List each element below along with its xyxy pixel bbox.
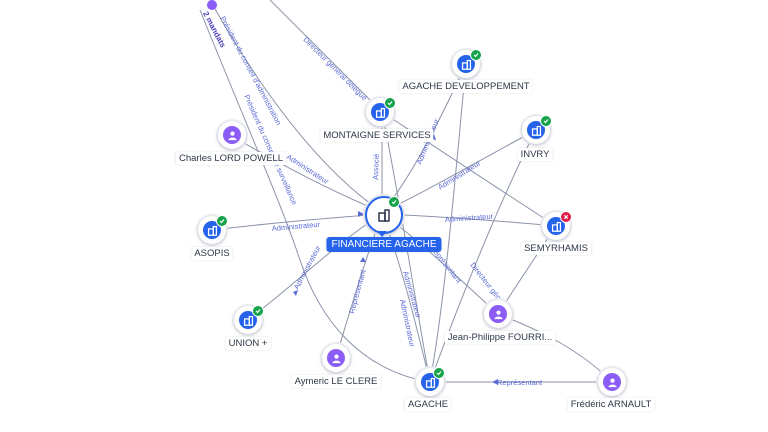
node-label: AGACHE xyxy=(404,398,452,411)
edge-label: Représentant xyxy=(497,378,543,387)
edge-line xyxy=(497,313,613,383)
edge-line xyxy=(429,63,467,383)
status-badge-active xyxy=(470,49,482,61)
node-label: AGACHE DEVELOPPEMENT xyxy=(399,80,533,93)
edge-label: Administrateur xyxy=(271,220,320,233)
person-icon xyxy=(603,373,621,391)
arrow-icon xyxy=(360,257,366,262)
status-badge-active xyxy=(252,305,264,317)
node-circle xyxy=(452,50,480,78)
node-label: Frédéric ARNAULT xyxy=(567,398,655,411)
node-circle xyxy=(218,121,246,149)
edge-label: Représentant xyxy=(347,268,368,315)
status-badge-active xyxy=(540,115,552,127)
node-label: FINANCIERE AGACHE xyxy=(326,237,442,252)
node-label: Aymeric LE CLERE xyxy=(291,375,381,388)
node-label: MONTAIGNE SERVICES xyxy=(320,129,434,142)
more-mandates-badge xyxy=(207,0,217,10)
person-icon xyxy=(489,305,507,323)
building-icon xyxy=(457,55,475,73)
arrow-icon xyxy=(358,211,364,217)
node-label: UNION + xyxy=(225,337,271,350)
edge-line xyxy=(211,213,383,231)
node-label: Jean-Philippe FOURRI... xyxy=(444,331,556,344)
building-icon xyxy=(239,311,257,329)
arrow-icon xyxy=(492,379,498,385)
person-icon xyxy=(223,126,241,144)
status-badge-active xyxy=(216,215,228,227)
edge-line xyxy=(209,0,383,213)
person-icon xyxy=(327,349,345,367)
node-circle xyxy=(598,368,626,396)
node-label: SEMYRHAMIS xyxy=(521,242,591,255)
node-label: Charles LORD POWELL xyxy=(175,152,287,165)
node-label: ASOPIS xyxy=(191,247,233,260)
status-badge-active xyxy=(384,97,396,109)
status-badge-active xyxy=(388,196,400,208)
edge-line xyxy=(381,111,557,227)
building-icon xyxy=(203,221,221,239)
building-icon xyxy=(373,204,395,226)
status-badge-inactive xyxy=(560,211,572,223)
node-label: INVRY xyxy=(517,148,553,161)
edge-line xyxy=(247,213,383,321)
edge-line xyxy=(199,9,301,261)
edge-line xyxy=(299,259,431,383)
arrow-icon xyxy=(293,290,298,296)
edge-label: Directeur général délégué xyxy=(302,35,369,102)
node-circle xyxy=(322,344,350,372)
edge-label: Administrateur xyxy=(445,212,494,224)
selected-pin xyxy=(377,231,387,237)
status-badge-active xyxy=(433,367,445,379)
building-icon xyxy=(527,121,545,139)
building-icon xyxy=(371,103,389,121)
edge-label: Associé xyxy=(371,154,381,181)
node-circle xyxy=(484,300,512,328)
building-icon xyxy=(547,217,565,235)
